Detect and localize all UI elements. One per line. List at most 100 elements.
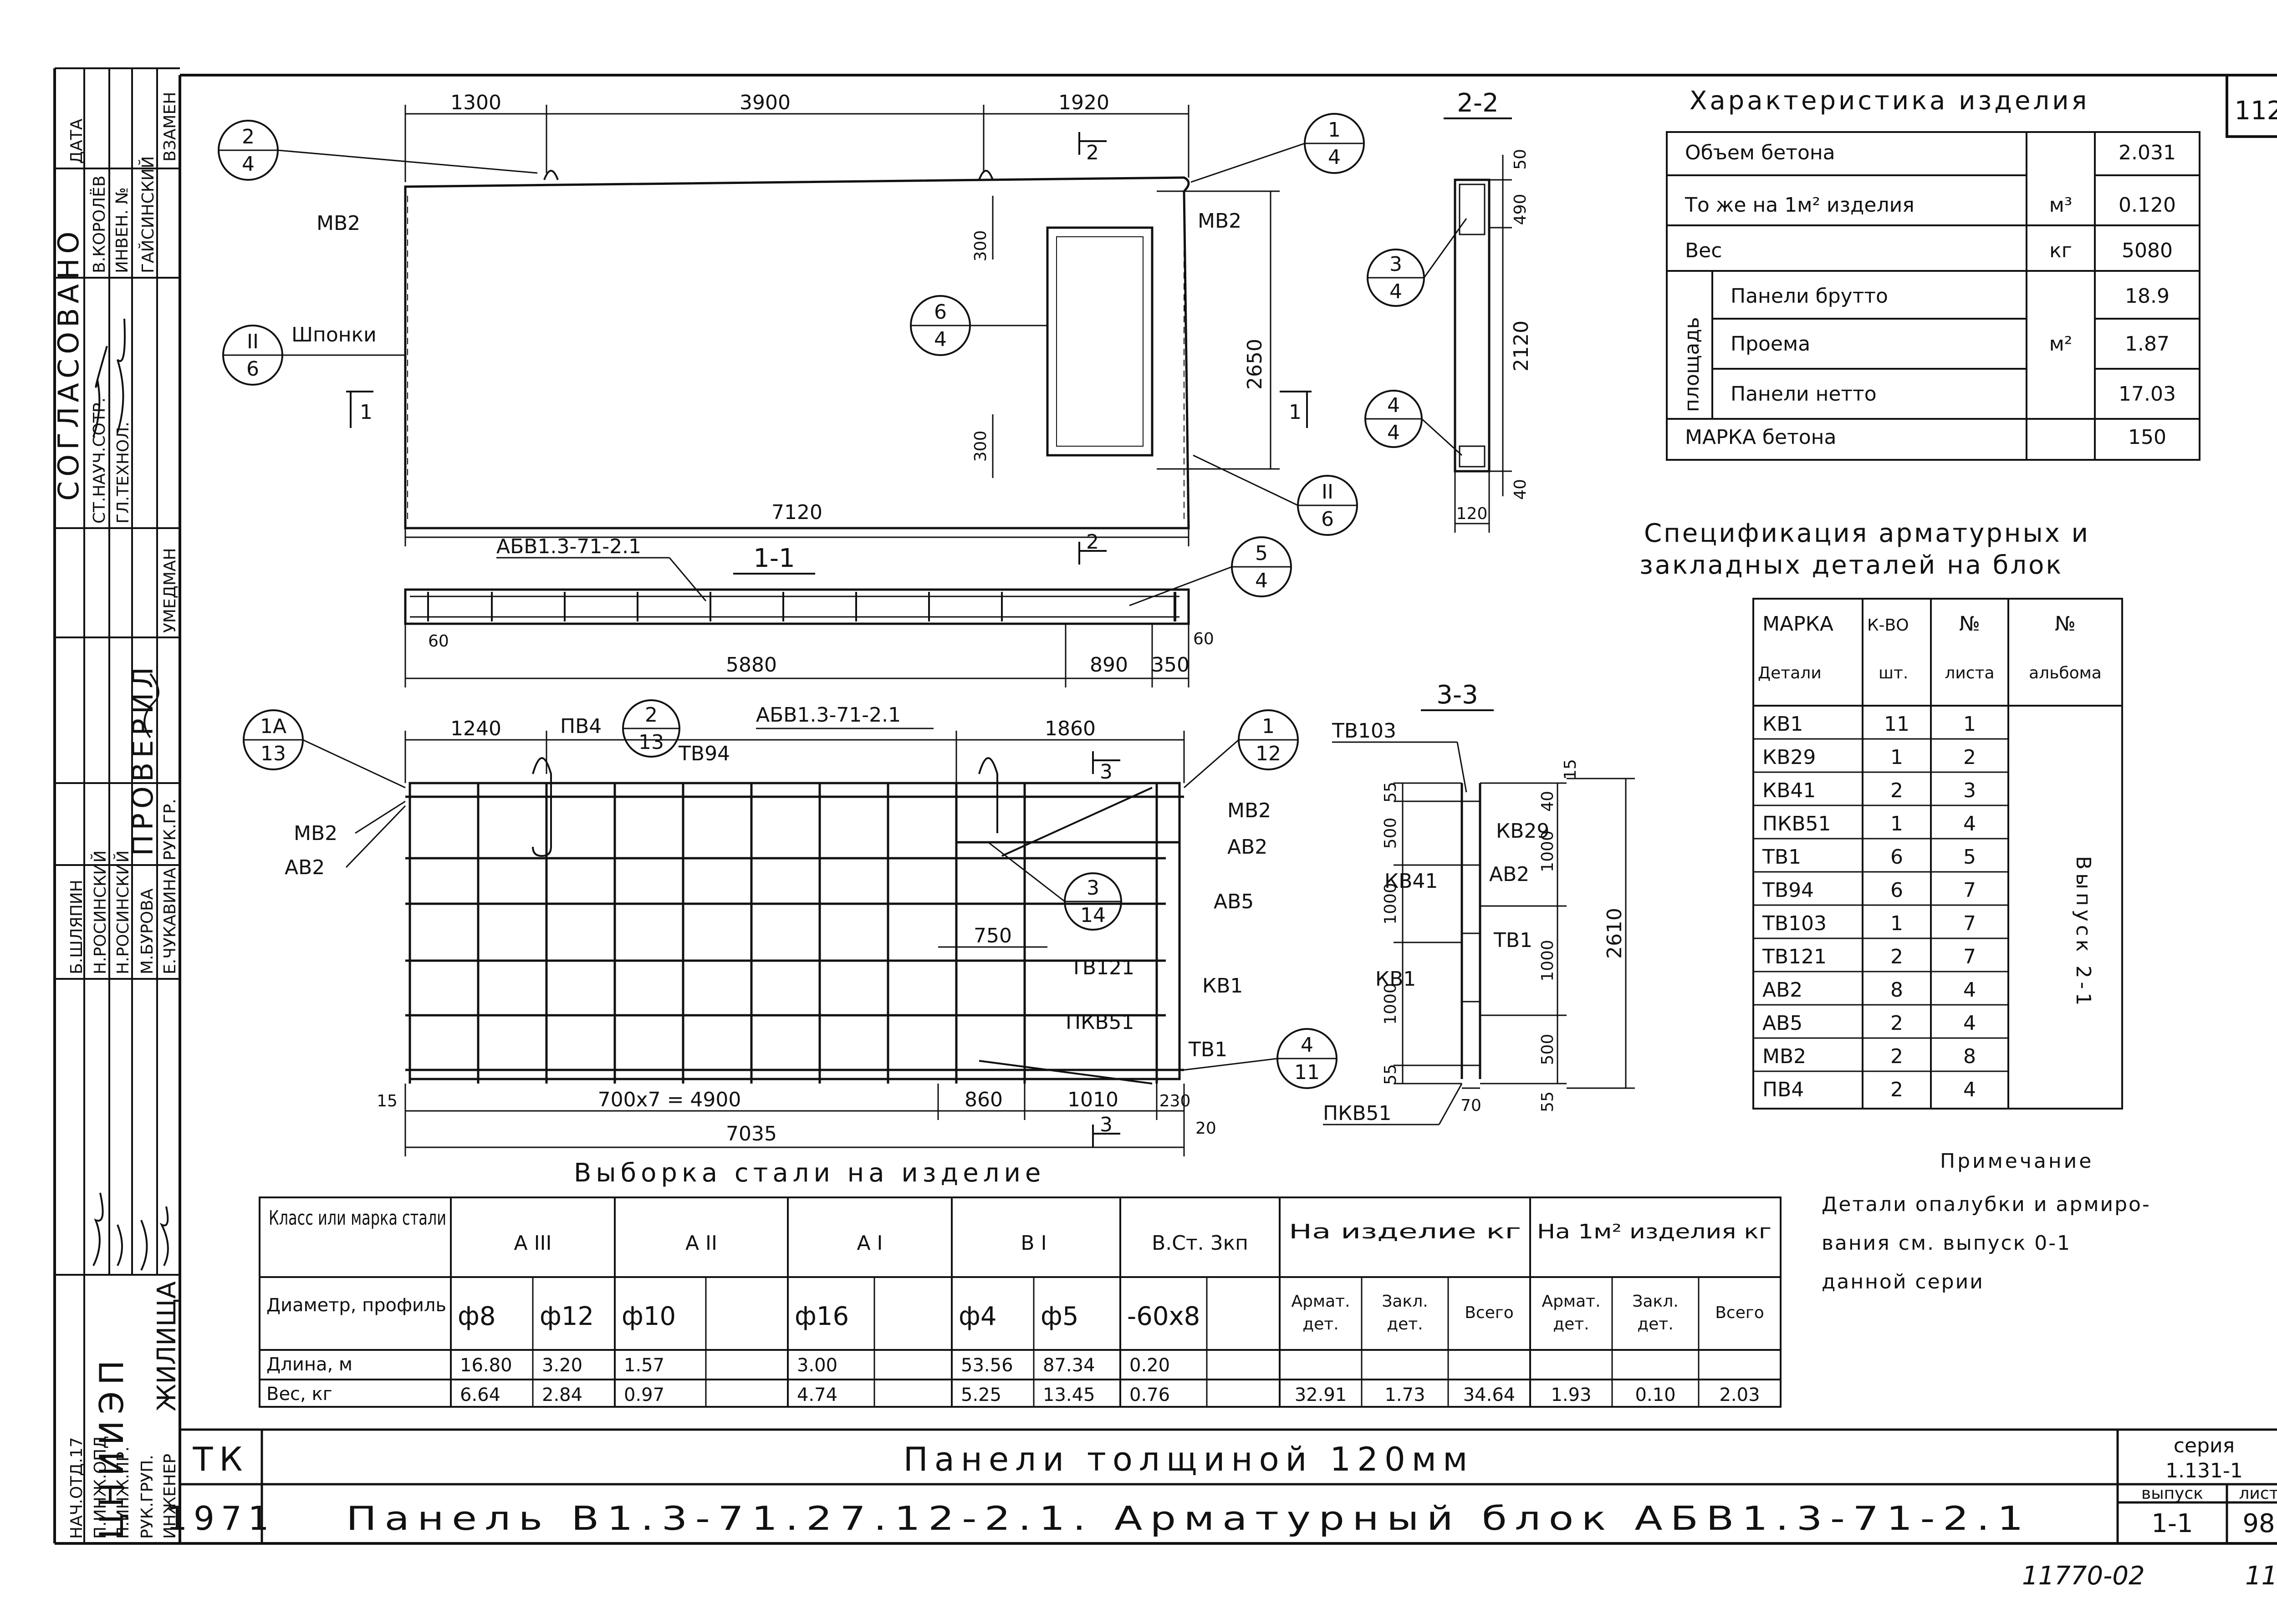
dim-label: 3900	[740, 91, 791, 114]
stamp-person: Б.ШЛЯПИН	[67, 880, 86, 974]
dim-label: 860	[965, 1088, 1003, 1111]
section-title: 3-3	[1436, 680, 1478, 710]
part-label: Шпонки	[291, 323, 377, 346]
dim-label: 500	[1538, 1034, 1557, 1065]
note-line: Детали опалубки и армиро-	[1822, 1193, 2151, 1216]
dim-label: 230	[1159, 1092, 1191, 1110]
table-cell: 0.97	[624, 1385, 664, 1405]
dim-label: 7035	[726, 1122, 777, 1145]
callout: II 6	[222, 325, 405, 386]
archive-ref-tail: 11	[2245, 1561, 2277, 1591]
table-cell: ТВ103	[1762, 912, 1827, 935]
table-cell: Объем бетона	[1685, 141, 1835, 164]
table-cell: 5	[1963, 845, 1976, 869]
table-cell: МАРКА бетона	[1685, 426, 1836, 449]
part-label: ТВ121	[1070, 956, 1134, 979]
table-cell: 2	[1890, 779, 1903, 802]
part-label: МВ2	[1198, 209, 1241, 233]
table-header: Всего	[1465, 1303, 1514, 1322]
section-title: 2-2	[1457, 88, 1498, 118]
svg-text:3: 3	[1389, 253, 1402, 276]
stamp-role: П.ИНЖ.ПР.	[114, 1446, 133, 1539]
table-cell: АВ2	[1762, 978, 1802, 1002]
stamp-checked: ПРОВЕРИЛ	[126, 662, 159, 856]
callout: 3 14	[988, 841, 1122, 931]
table-cell: ф4	[959, 1302, 997, 1331]
table-cell: 18.9	[2125, 285, 2170, 308]
table-cell: 7	[1963, 945, 1976, 968]
part-label: МВ2	[317, 212, 360, 235]
part-label: КВ1	[1202, 974, 1243, 998]
dim-label: 500	[1381, 818, 1400, 849]
callout: 2 4	[218, 120, 538, 181]
org-logo: ЦНИИЭП	[92, 1354, 131, 1539]
table-cell: ПКВ51	[1762, 812, 1831, 835]
table-cell: 0.20	[1129, 1355, 1170, 1376]
dim-label: 55	[1381, 782, 1400, 803]
table-header: В I	[1021, 1232, 1047, 1255]
sheet-number: 112	[2235, 96, 2277, 126]
steel-table: Выборка стали на изделие Класс или марка…	[259, 1158, 1782, 1408]
dim-label: 15	[1561, 759, 1580, 780]
table-cell: 53.56	[961, 1355, 1013, 1376]
stamp-person: ГАЙСИНСКИЙ	[138, 156, 158, 273]
part-label: КВ29	[1496, 820, 1549, 843]
stamp-ruk-gr: РУК.ГР.	[161, 799, 179, 860]
table-cell: 2.031	[2119, 141, 2176, 164]
reinforcement-block: АБВ1.3-71-2.1	[243, 699, 1338, 1156]
note-line: данной серии	[1822, 1270, 1984, 1293]
dim-label: 50	[1511, 149, 1530, 170]
table-cell: 0.120	[2119, 193, 2176, 217]
svg-text:2: 2	[645, 703, 658, 727]
table-cell: кг	[2049, 239, 2072, 262]
table-cell: 6	[1890, 845, 1903, 869]
dim-label: 1010	[1067, 1088, 1118, 1111]
table-cell: 87.34	[1043, 1355, 1095, 1376]
svg-text:2: 2	[242, 125, 255, 148]
table-cell: -60х8	[1127, 1302, 1200, 1331]
series-label: серия	[2174, 1434, 2235, 1457]
block-title: АБВ1.3-71-2.1	[756, 703, 901, 727]
table-cell: 0.10	[1635, 1385, 1675, 1405]
table-header: Вес, кг	[266, 1384, 332, 1405]
svg-text:13: 13	[260, 742, 286, 765]
table-header: Детали	[1758, 664, 1822, 682]
table-header: А I	[857, 1232, 883, 1255]
section-mark: 1	[1289, 401, 1302, 424]
part-label: ПВ4	[560, 715, 602, 738]
table-cell: 2	[1890, 1078, 1903, 1101]
dim-label: 40	[1538, 791, 1557, 812]
dim-label: 40	[1511, 479, 1530, 500]
table-cell: 4	[1963, 1012, 1976, 1035]
title-line2: Панель В1.3-71.27.12-2.1. Арматурный бло…	[346, 1499, 2031, 1537]
part-label: МВ2	[1227, 799, 1271, 822]
dim-label: 1000	[1538, 830, 1557, 872]
table-header: Класс или марка стали	[269, 1207, 446, 1230]
table-cell: м²	[2049, 332, 2073, 356]
table-title: Выборка стали на изделие	[574, 1158, 1045, 1188]
table-cell: 4.74	[797, 1385, 837, 1405]
callout: II 6	[1193, 454, 1358, 536]
callout: 1 4	[1190, 113, 1365, 183]
svg-text:6: 6	[934, 300, 947, 324]
part-label: АВ2	[1227, 835, 1267, 859]
table-cell: КВ1	[1762, 713, 1803, 736]
table-cell: КВ41	[1762, 779, 1816, 802]
table-header: Армат.	[1291, 1292, 1350, 1311]
table-cell: 4	[1963, 978, 1976, 1002]
stamp-date: ДАТА	[67, 118, 86, 164]
section-mark: 2	[1086, 141, 1099, 164]
block-label: АБВ1.3-71-2.1	[496, 535, 641, 558]
table-cell: 6.64	[460, 1385, 500, 1405]
issue-label: выпуск	[2141, 1484, 2203, 1503]
note: Примечание Детали опалубки и армиро- ван…	[1822, 1150, 2151, 1293]
note-title: Примечание	[1940, 1150, 2093, 1173]
table-cell: 2.03	[1719, 1385, 1760, 1405]
table-cell: 4	[1963, 1078, 1976, 1101]
table-cell: 6	[1890, 879, 1903, 902]
table-cell: 150	[2128, 426, 2166, 449]
table-cell: ТВ121	[1762, 945, 1827, 968]
callout: 6 4	[910, 295, 1047, 356]
table-cell: 5.25	[961, 1385, 1001, 1405]
